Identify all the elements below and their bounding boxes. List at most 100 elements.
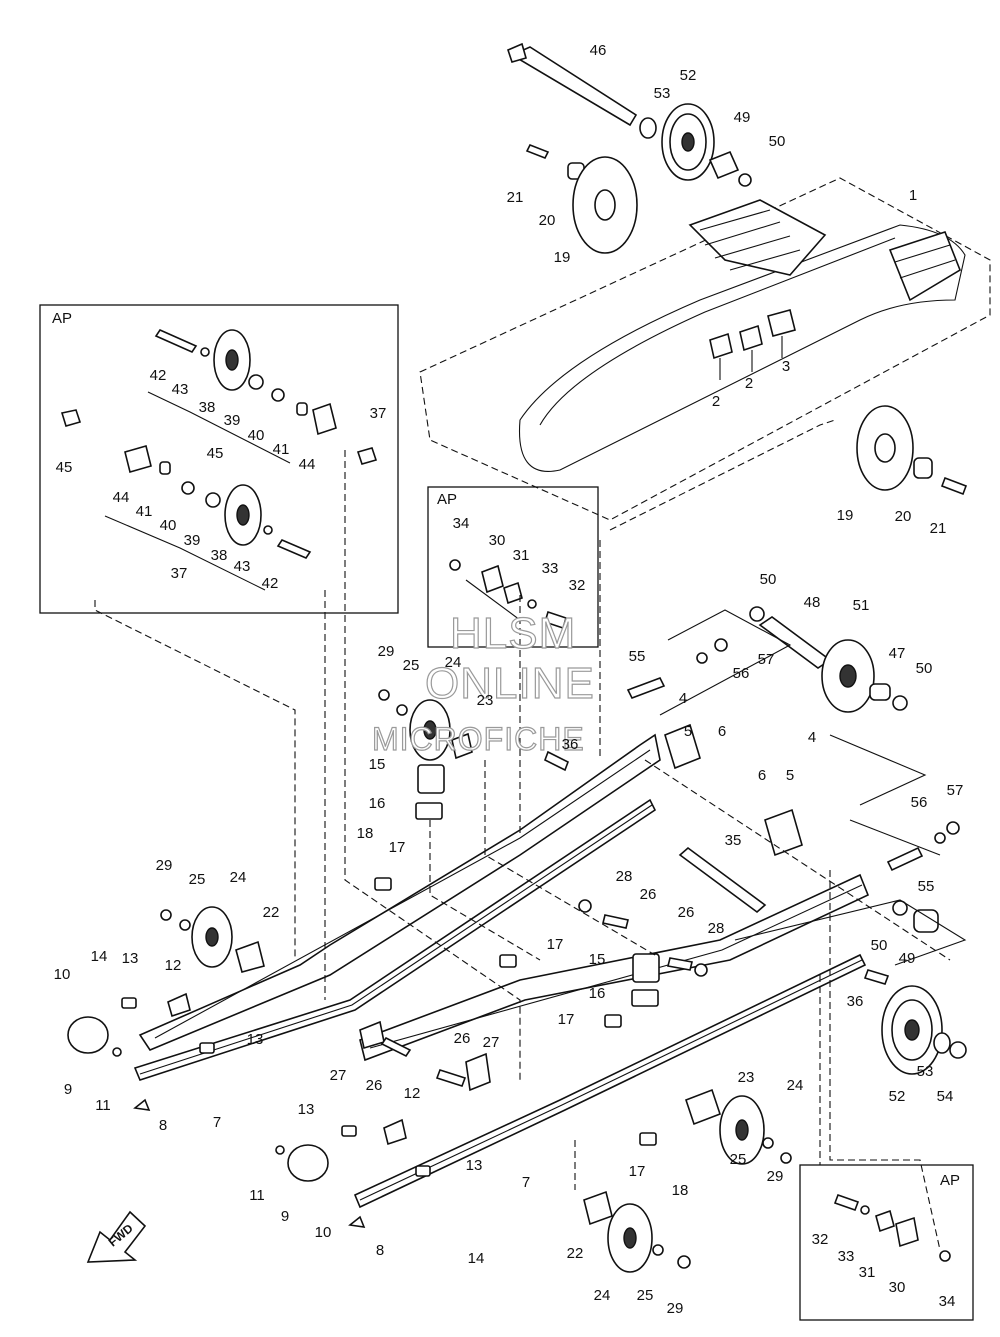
callout-13: 13 [466, 1157, 483, 1174]
wheel-51 [821, 639, 875, 713]
bolt-26-b [667, 957, 693, 971]
spacer-22-bottom [583, 1190, 613, 1226]
callout-50: 50 [871, 937, 888, 954]
spacer-23-mid [451, 732, 473, 760]
callout-52: 52 [680, 67, 697, 84]
bracket-16-b [631, 989, 659, 1007]
callout-12: 12 [165, 957, 182, 974]
collar-49-top [708, 150, 740, 180]
callout-26: 26 [678, 904, 695, 921]
callout-6: 6 [758, 767, 766, 784]
washer-11-left [112, 1047, 122, 1057]
callout-20: 20 [539, 212, 556, 229]
callout-4: 4 [679, 690, 687, 707]
bolt-36-mid [543, 750, 570, 772]
callout-27: 27 [483, 1034, 500, 1051]
callout-52: 52 [889, 1088, 906, 1105]
callout-37: 37 [171, 565, 188, 582]
callout-40: 40 [248, 427, 265, 444]
bracket-4-a [664, 723, 701, 770]
track-clip-2a [709, 332, 733, 360]
wheel-52 [661, 103, 715, 181]
fwd-arrow-icon: FWD [86, 1210, 147, 1263]
wheel-24-bottom [607, 1203, 653, 1273]
nut-29-bottom [677, 1255, 691, 1269]
callout-25: 25 [730, 1151, 747, 1168]
callout-23: 23 [738, 1069, 755, 1086]
clip-13-left-low [199, 1042, 215, 1054]
bolt-26-a [602, 914, 629, 929]
callout-49: 49 [734, 109, 751, 126]
callout-11: 11 [95, 1097, 111, 1114]
ap-inset-bottom-right: AP [799, 1164, 974, 1321]
wheel-24-low [719, 1095, 765, 1165]
callout-2: 2 [712, 393, 720, 410]
callout-48: 48 [804, 594, 821, 611]
callout-17: 17 [547, 936, 564, 953]
rear-axle-46 [507, 42, 638, 127]
callout-5: 5 [684, 723, 692, 740]
slide-rail-left [133, 733, 661, 1081]
callout-1: 1 [909, 187, 917, 204]
callout-16: 16 [369, 795, 386, 812]
callout-17: 17 [629, 1163, 646, 1180]
callout-2: 2 [745, 375, 753, 392]
callout-39: 39 [224, 412, 241, 429]
callout-32: 32 [812, 1231, 829, 1248]
callout-34: 34 [453, 515, 470, 532]
callout-44: 44 [113, 489, 130, 506]
inset-label: AP [940, 1172, 960, 1189]
callout-46: 46 [590, 42, 607, 59]
block-17-a [499, 954, 517, 968]
callout-25: 25 [403, 657, 420, 674]
callout-36: 36 [847, 993, 864, 1010]
ap-inset-upper-left: AP [39, 304, 399, 614]
collar-49-lower [913, 909, 939, 933]
inset-label: AP [437, 491, 457, 508]
callout-19: 19 [554, 249, 571, 266]
callout-43: 43 [234, 558, 251, 575]
nut-29-low [780, 1152, 792, 1164]
stopper-12-left [167, 992, 191, 1018]
callout-5: 5 [786, 767, 794, 784]
bracket-4-b [764, 808, 803, 857]
callout-53: 53 [917, 1063, 934, 1080]
spacer-23-low [684, 1088, 722, 1126]
callout-43: 43 [172, 381, 189, 398]
bracket-16-mid [415, 802, 443, 820]
block-17-b [604, 1014, 622, 1028]
bolt-26-left [380, 1036, 412, 1058]
track-clip-3 [767, 309, 796, 337]
callout-21: 21 [930, 520, 947, 537]
shaft-35 [678, 846, 767, 914]
bolt-26-c [435, 1069, 467, 1087]
bolt-36-lower [863, 969, 890, 985]
callout-18: 18 [357, 825, 374, 842]
callout-9: 9 [281, 1208, 289, 1225]
washer-25-low [762, 1137, 774, 1149]
callout-38: 38 [199, 399, 216, 416]
callout-32: 32 [569, 577, 586, 594]
nut-50-upper [749, 606, 765, 622]
wheel-52-lower [881, 985, 943, 1075]
callout-29: 29 [378, 643, 395, 660]
callout-25: 25 [189, 871, 206, 888]
nut-29-mid [378, 689, 390, 701]
callout-29: 29 [767, 1168, 784, 1185]
bolt-21-top [525, 143, 550, 160]
callout-38: 38 [211, 547, 228, 564]
block-15-b [632, 953, 660, 983]
stopper-9-right [287, 1144, 329, 1182]
wheel-24-left [191, 906, 233, 968]
callout-30: 30 [889, 1279, 906, 1296]
callout-45: 45 [207, 445, 224, 462]
callout-29: 29 [667, 1300, 684, 1317]
callout-47: 47 [889, 645, 906, 662]
callout-16: 16 [589, 985, 606, 1002]
stopper-9-left [67, 1016, 109, 1054]
callout-28: 28 [616, 868, 633, 885]
watermark: HLSM ONLINE MICROFICHE [371, 608, 594, 757]
nut-57-lower [946, 821, 960, 835]
callout-51: 51 [853, 597, 870, 614]
